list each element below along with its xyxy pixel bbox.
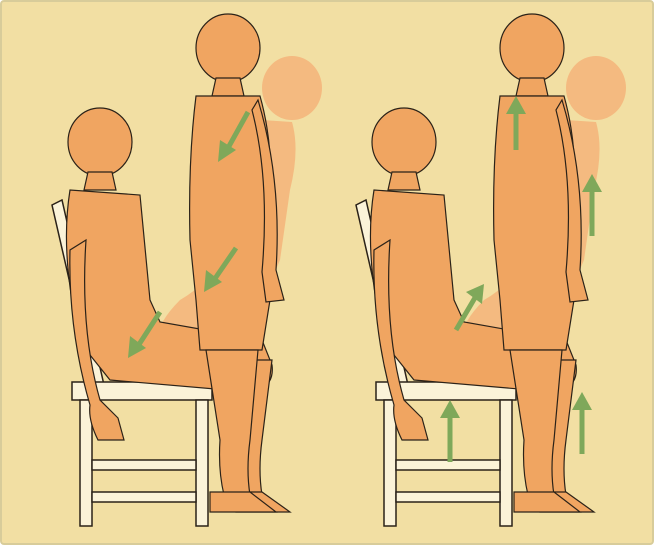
illustration-frame xyxy=(0,0,654,545)
posture-illustration xyxy=(0,0,654,545)
